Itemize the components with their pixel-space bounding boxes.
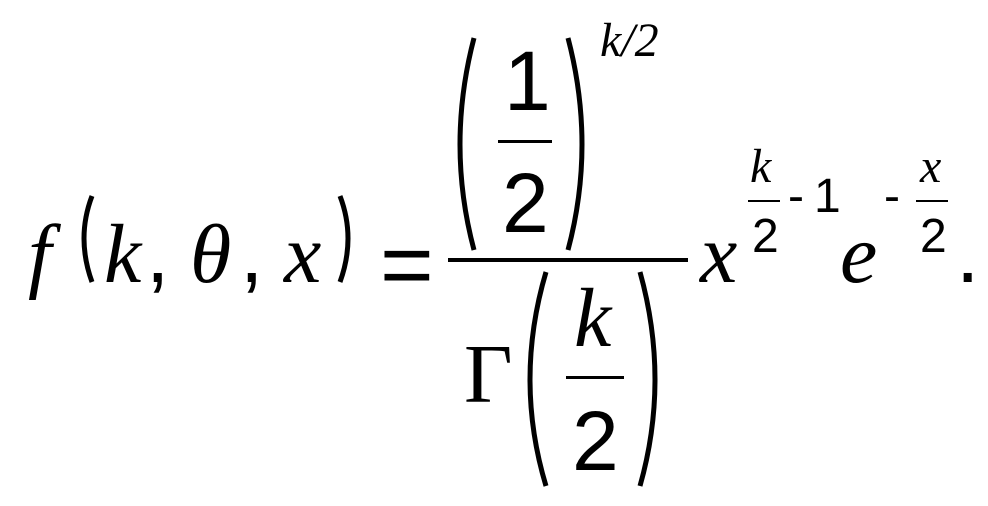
main-fraction-bar [448,258,688,262]
exp-two-2: 2 [920,210,947,263]
exp-one: 1 [814,170,841,223]
exp-x: x [919,140,941,193]
exp-minus-1: - [788,170,804,223]
left-paren-args [81,195,95,283]
right-paren-num [565,37,585,251]
numerator-one: 1 [504,34,551,128]
inner-fraction-bar-den [566,376,624,379]
inner-fraction-bar-num [498,140,552,143]
left-paren-num [457,37,477,251]
period: . [956,206,979,300]
comma-1: , [146,206,169,300]
exp-fraction-bar-2 [916,200,948,202]
denominator-two: 2 [572,394,619,488]
arg-theta: θ [190,208,231,301]
exp-minus-2: - [884,170,900,223]
right-paren-den [637,271,658,487]
base-x: x [698,208,737,301]
exp-two-1: 2 [752,210,779,263]
left-paren-den [527,271,549,487]
arg-x: x [282,208,321,301]
exp-k: k [750,140,773,193]
comma-2: , [240,206,263,300]
exp-fraction-bar-1 [748,200,780,202]
exponent-k-over-2: k/2 [600,14,659,67]
arg-k: k [104,208,143,301]
denominator-k: k [574,272,613,365]
gamma-symbol: Γ [464,328,513,421]
base-e: e [840,208,877,301]
equals-sign: = [380,214,434,316]
function-f: f [28,208,62,301]
right-paren-args [337,195,351,283]
numerator-two: 2 [502,156,549,250]
